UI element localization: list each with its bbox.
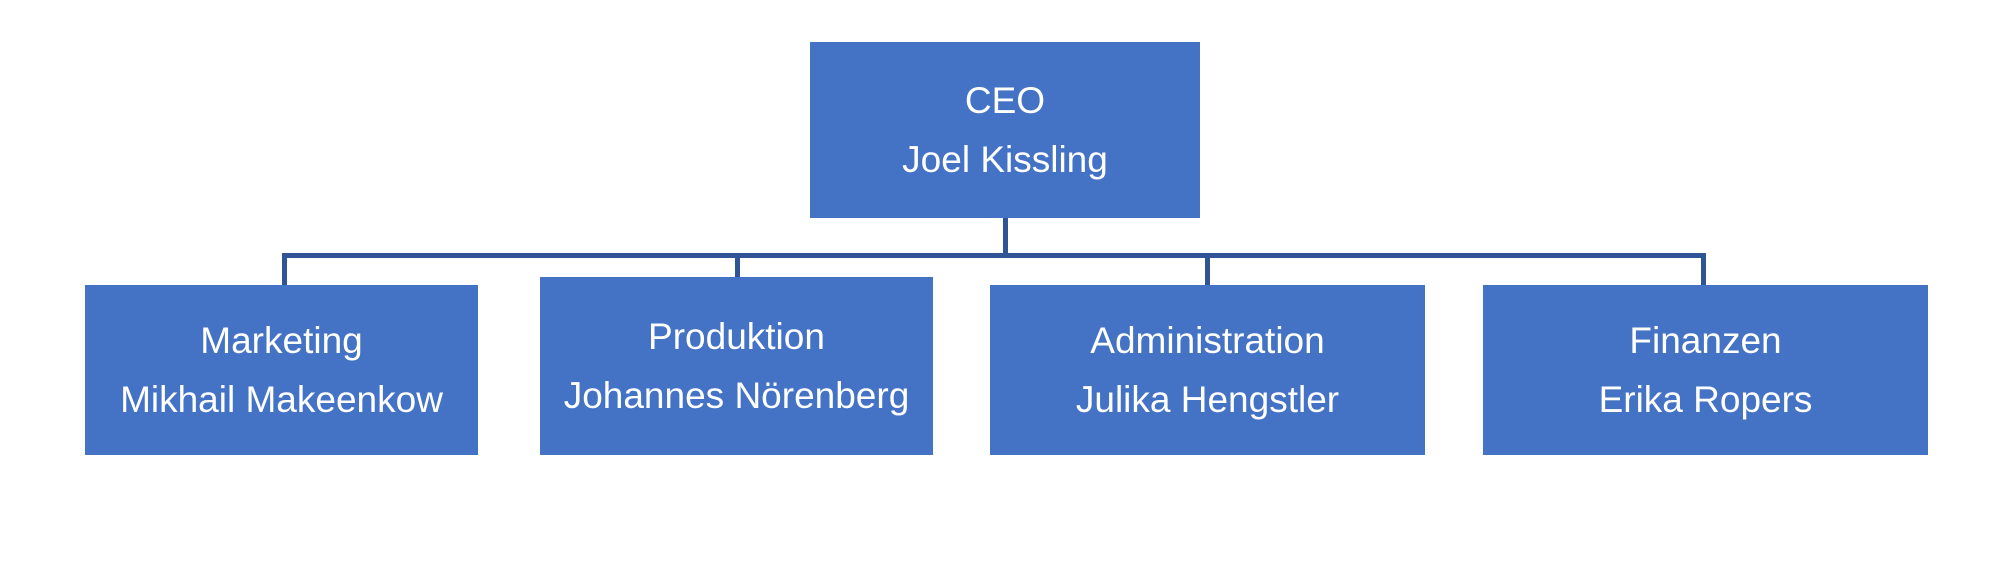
- connector-drop-finanzen: [1701, 253, 1706, 287]
- node-produktion-person: Johannes Nörenberg: [563, 375, 910, 416]
- node-finanzen-title: Finanzen: [1629, 319, 1782, 361]
- connector-horizontal-bus: [282, 253, 1706, 258]
- node-finanzen-person: Erika Ropers: [1598, 379, 1813, 420]
- connector-drop-marketing: [282, 253, 287, 287]
- connector-drop-produktion: [735, 253, 740, 279]
- node-produktion-title: Produktion: [648, 315, 825, 357]
- node-ceo[interactable]: CEO Joel Kissling: [810, 42, 1200, 218]
- node-marketing-person: Mikhail Makeenkow: [120, 379, 443, 420]
- node-administration-title: Administration: [1090, 319, 1325, 361]
- node-administration-person: Julika Hengstler: [1075, 379, 1340, 420]
- connector-drop-administration: [1205, 253, 1210, 287]
- node-finanzen[interactable]: Finanzen Erika Ropers: [1483, 285, 1928, 455]
- node-marketing-title: Marketing: [200, 319, 363, 361]
- node-produktion[interactable]: Produktion Johannes Nörenberg: [540, 277, 933, 455]
- node-ceo-person: Joel Kissling: [902, 139, 1108, 180]
- node-administration[interactable]: Administration Julika Hengstler: [990, 285, 1425, 455]
- connector-ceo-drop: [1003, 218, 1008, 258]
- node-ceo-title: CEO: [964, 79, 1046, 121]
- node-marketing[interactable]: Marketing Mikhail Makeenkow: [85, 285, 478, 455]
